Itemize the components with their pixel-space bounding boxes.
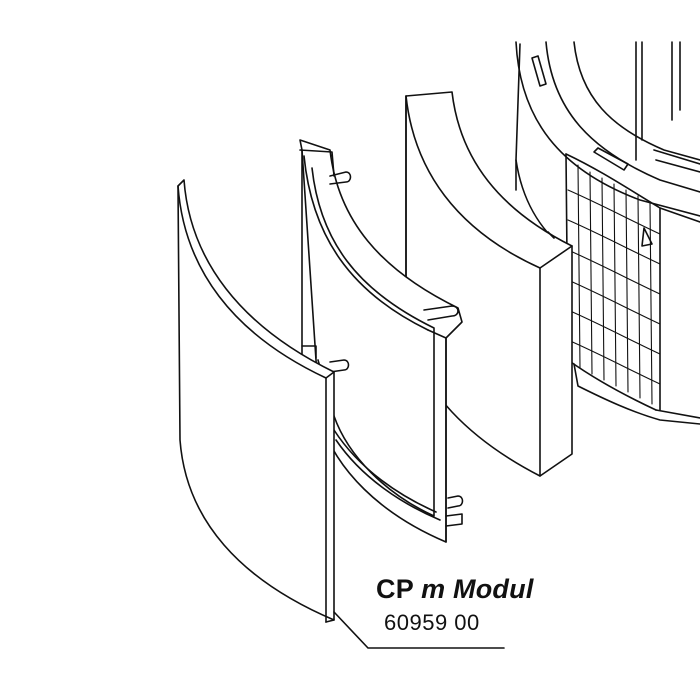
- label-leader: [333, 611, 505, 649]
- product-name-prefix: CP: [376, 574, 414, 604]
- filter-frame: [299, 139, 464, 543]
- front-cover: [177, 179, 335, 623]
- foam-block: [405, 91, 573, 477]
- product-name: CP m Modul: [376, 574, 534, 605]
- filter-housing: [515, 41, 700, 425]
- product-name-mid: m: [421, 574, 446, 604]
- product-name-suffix: Modul: [453, 574, 534, 604]
- part-number: 60959 00: [384, 610, 480, 635]
